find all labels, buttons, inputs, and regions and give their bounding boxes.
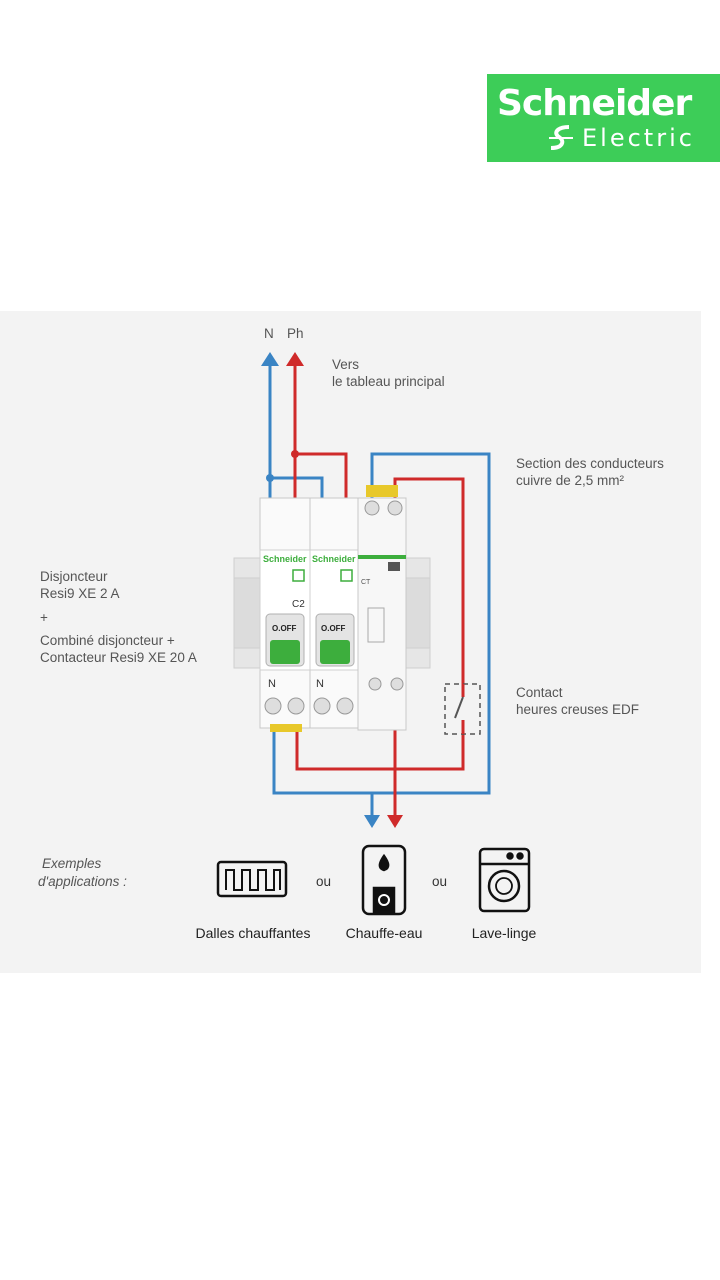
phase-arrow-up	[286, 352, 304, 366]
logo-brand-text: Schneider	[497, 83, 692, 124]
section-note-line-2: cuivre de 2,5 mm²	[516, 473, 625, 488]
breaker-1-terminal-label: N	[268, 678, 276, 690]
contact-note-line-2: heures creuses EDF	[516, 702, 640, 717]
neutral-label: N	[264, 326, 274, 341]
logo-mark-icon	[549, 125, 573, 150]
devices-note-line-5: Contacteur Resi9 XE 20 A	[40, 650, 197, 665]
breaker-2-terminal-label: N	[316, 678, 324, 690]
application-label-heating: Dalles chauffantes	[195, 925, 311, 941]
breaker-module-1	[259, 497, 311, 732]
contact-note-line-1: Contact	[516, 685, 563, 700]
application-label-water-heater: Chauffe-eau	[345, 925, 423, 941]
logo-sub-text: Electric	[582, 124, 695, 152]
supply-caption-1: Vers	[332, 357, 360, 372]
applications-intro-2: d'applications :	[38, 874, 127, 889]
devices-note-line-1: Disjoncteur	[40, 569, 108, 584]
supply-caption-2: le tableau principal	[332, 374, 445, 389]
phase-label: Ph	[287, 326, 304, 341]
breaker-module-2	[309, 497, 359, 729]
applications-intro-1: Exemples	[42, 856, 102, 871]
breaker-2-brand-label: Schneider	[312, 554, 356, 564]
schneider-electric-logo: Schneider Electric	[487, 74, 720, 162]
neutral-wires	[268, 362, 491, 822]
phase-arrow-down	[387, 815, 403, 828]
devices-note-line-2: Resi9 XE 2 A	[40, 586, 120, 601]
contactor-module	[357, 485, 407, 731]
off-peak-contact	[444, 683, 481, 735]
breaker-1-toggle-label: O.OFF	[272, 624, 297, 633]
or-label-2: ou	[432, 874, 448, 889]
water-heater-icon	[361, 844, 407, 916]
contactor-label: CT	[361, 579, 371, 586]
neutral-arrow-up	[261, 352, 279, 366]
section-note-line-1: Section des conducteurs	[516, 456, 664, 471]
heating-panel-icon	[216, 860, 288, 898]
devices-note-line-4: Combiné disjoncteur +	[40, 633, 175, 648]
breaker-1-brand-label: Schneider	[263, 554, 307, 564]
washing-machine-icon	[478, 847, 531, 913]
breaker-2-toggle-label: O.OFF	[321, 624, 346, 633]
breaker-1-rating-label: C2	[292, 599, 305, 610]
or-label-1: ou	[316, 874, 332, 889]
application-label-washing-machine: Lave-linge	[471, 925, 537, 941]
neutral-arrow-down	[364, 815, 380, 828]
devices-note-line-3: +	[40, 610, 48, 625]
